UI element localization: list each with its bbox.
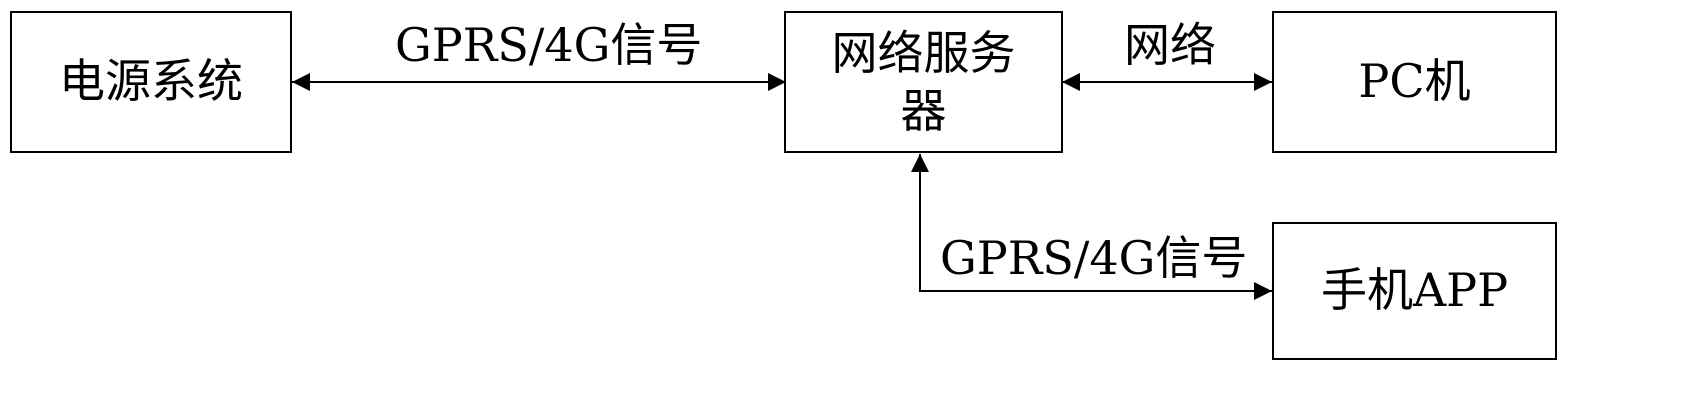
node-pc: PC机 xyxy=(1272,11,1557,153)
node-pc-label: PC机 xyxy=(1358,54,1471,109)
edge-label-app-server: GPRS/4G信号 xyxy=(940,231,1248,285)
node-power-system: 电源系统 xyxy=(10,11,292,153)
edge-label-power-server: GPRS/4G信号 xyxy=(395,18,703,72)
node-mobile-app: 手机APP xyxy=(1272,222,1557,360)
node-network-server-label: 网络服务器 xyxy=(831,26,1016,138)
node-mobile-app-label: 手机APP xyxy=(1320,263,1509,318)
node-network-server: 网络服务器 xyxy=(784,11,1063,153)
node-power-system-label: 电源系统 xyxy=(59,54,243,109)
edge-label-server-pc: 网络 xyxy=(1124,18,1216,72)
edge-app-server xyxy=(911,154,1272,300)
